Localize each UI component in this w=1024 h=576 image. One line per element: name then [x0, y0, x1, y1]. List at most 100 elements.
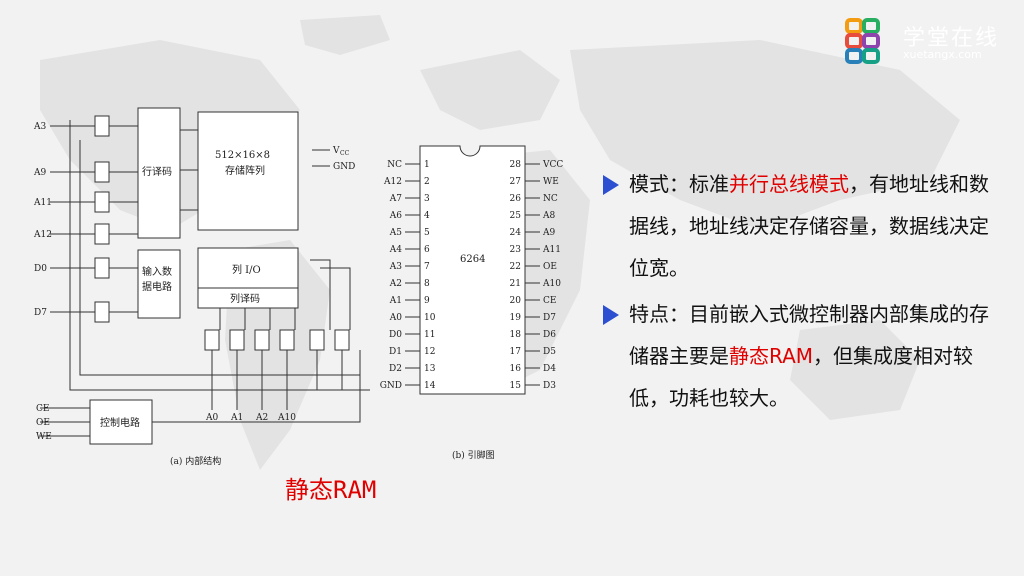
sram-diagram: 512×16×8 存储阵列 行译码 输入数 据电路 列 I/O 列译码 控制电路… [33, 107, 563, 467]
io-circuit-label-1: 输入数 [142, 265, 172, 278]
addr-input-3: A12 [33, 230, 52, 240]
sram-caption: 静态RAM [285, 476, 377, 504]
pin-name-left: GND [380, 381, 402, 391]
pin-name-right: NC [543, 194, 558, 204]
pin-name-right: OE [543, 262, 557, 272]
pin-name-right: A11 [542, 245, 561, 255]
pin-number-right: 17 [510, 347, 522, 357]
io-circuit-label-2: 据电路 [142, 280, 172, 293]
pin-name-left: A0 [389, 313, 402, 323]
pin-name-right: A10 [542, 279, 561, 289]
pin-number-right: 15 [510, 381, 522, 391]
pin-number-right: 27 [510, 177, 522, 187]
pin-name-right: CE [543, 296, 556, 306]
pin-number-right: 23 [510, 245, 522, 255]
col-addr-0: A0 [205, 413, 218, 423]
control-label: 控制电路 [100, 416, 140, 429]
caption-a: (a) 内部结构 [170, 455, 221, 467]
pin-name-right: D4 [543, 364, 556, 374]
pin-number-left: 14 [424, 381, 436, 391]
pin-number-right: 25 [510, 211, 522, 221]
pin-name-left: A5 [389, 228, 402, 238]
pin-number-left: 11 [424, 330, 435, 340]
pin-name-left: A7 [389, 194, 402, 204]
pin-number-left: 7 [424, 262, 430, 272]
chip-label: 6264 [460, 254, 485, 265]
pin-name-right: D7 [543, 313, 556, 323]
ctrl-signal-0: CE [36, 404, 49, 414]
pin-number-right: 28 [510, 160, 522, 170]
pin-number-right: 19 [510, 313, 522, 323]
ctrl-signal-1: OE [36, 418, 50, 428]
bullet-feature-pre: 特点：目前嵌入式微控制器内部集成的存储器主要是 [629, 302, 989, 368]
vcc-label: V [332, 146, 340, 156]
col-decoder-label: 列译码 [230, 292, 260, 305]
pin-number-left: 9 [424, 296, 430, 306]
bullet-feature-highlight: 静态RAM [729, 344, 814, 368]
addr-input-0: A3 [33, 122, 46, 132]
logo-title: 学堂在线 [903, 26, 1000, 51]
pin-name-left: NC [387, 160, 402, 170]
pin-number-left: 1 [424, 160, 430, 170]
array-label-1: 512×16×8 [215, 150, 270, 161]
pin-name-right: D3 [543, 381, 556, 391]
col-addr-1: A1 [230, 413, 243, 423]
logo-subtitle: xuetangx.com [903, 48, 982, 61]
pin-name-right: VCC [542, 160, 563, 170]
pin-number-left: 8 [424, 279, 430, 289]
caption-b: (b) 引脚图 [452, 450, 495, 461]
pin-name-left: D0 [389, 330, 402, 340]
pin-number-left: 12 [424, 347, 435, 357]
bullet-arrow-icon [603, 175, 619, 195]
pin-name-left: A12 [383, 177, 402, 187]
xuetangx-logo[interactable]: 学堂在线 xuetangx.com [845, 18, 1015, 68]
pin-number-right: 22 [510, 262, 521, 272]
pin-name-left: A2 [389, 279, 402, 289]
logo-icon [845, 18, 880, 64]
data-input-1: D7 [34, 308, 47, 318]
pin-number-right: 16 [510, 364, 522, 374]
ctrl-signal-2: WE [36, 432, 52, 442]
bullet-mode-highlight: 并行总线模式 [729, 172, 849, 196]
pin-number-left: 2 [424, 177, 430, 187]
pin-name-left: D1 [389, 347, 402, 357]
pin-name-right: A8 [542, 211, 555, 221]
pin-name-left: A1 [389, 296, 402, 306]
gnd-label: GND [333, 162, 355, 172]
pin-name-left: A4 [389, 245, 402, 255]
pin-number-right: 21 [510, 279, 521, 289]
pin-name-left: A6 [389, 211, 402, 221]
pin-number-right: 26 [510, 194, 522, 204]
bullet-mode-post: ，有地址线和数据线，地址线决定存储容量，数据线决定位宽。 [629, 172, 989, 280]
col-addr-2: A2 [255, 413, 268, 423]
pin-number-left: 13 [424, 364, 436, 374]
bullet-mode-pre: 模式：标准 [629, 172, 729, 196]
bullet-feature: 特点：目前嵌入式微控制器内部集成的存储器主要是静态RAM，但集成度相对较低，功耗… [603, 293, 1003, 419]
addr-input-2: A11 [33, 198, 52, 208]
pin-number-left: 4 [424, 211, 430, 221]
row-decoder-label: 行译码 [142, 165, 172, 178]
col-addr-3: A10 [277, 413, 296, 423]
pin-number-right: 20 [510, 296, 522, 306]
data-input-0: D0 [34, 264, 47, 274]
bullet-feature-post: ，但集成度相对较低，功耗也较大。 [629, 344, 974, 410]
vcc-sub-label: CC [340, 150, 350, 157]
pin-number-left: 5 [424, 228, 430, 238]
bullet-mode: 模式：标准并行总线模式，有地址线和数据线，地址线决定存储容量，数据线决定位宽。 [603, 163, 1003, 289]
pin-name-right: A9 [542, 228, 555, 238]
bullet-list: 模式：标准并行总线模式，有地址线和数据线，地址线决定存储容量，数据线决定位宽。 … [603, 163, 1003, 423]
col-io-label: 列 I/O [232, 263, 261, 276]
pin-number-left: 3 [424, 194, 430, 204]
bullet-arrow-icon [603, 305, 619, 325]
pin-name-right: WE [543, 177, 559, 187]
pin-number-left: 10 [424, 313, 436, 323]
pin-number-right: 18 [510, 330, 522, 340]
pin-name-right: D6 [543, 330, 556, 340]
pin-name-left: A3 [389, 262, 402, 272]
addr-input-1: A9 [33, 168, 46, 178]
pin-number-left: 6 [424, 245, 430, 255]
pin-name-left: D2 [389, 364, 402, 374]
pin-name-right: D5 [543, 347, 556, 357]
pin-number-right: 24 [510, 228, 522, 238]
array-label-2: 存储阵列 [225, 164, 265, 177]
